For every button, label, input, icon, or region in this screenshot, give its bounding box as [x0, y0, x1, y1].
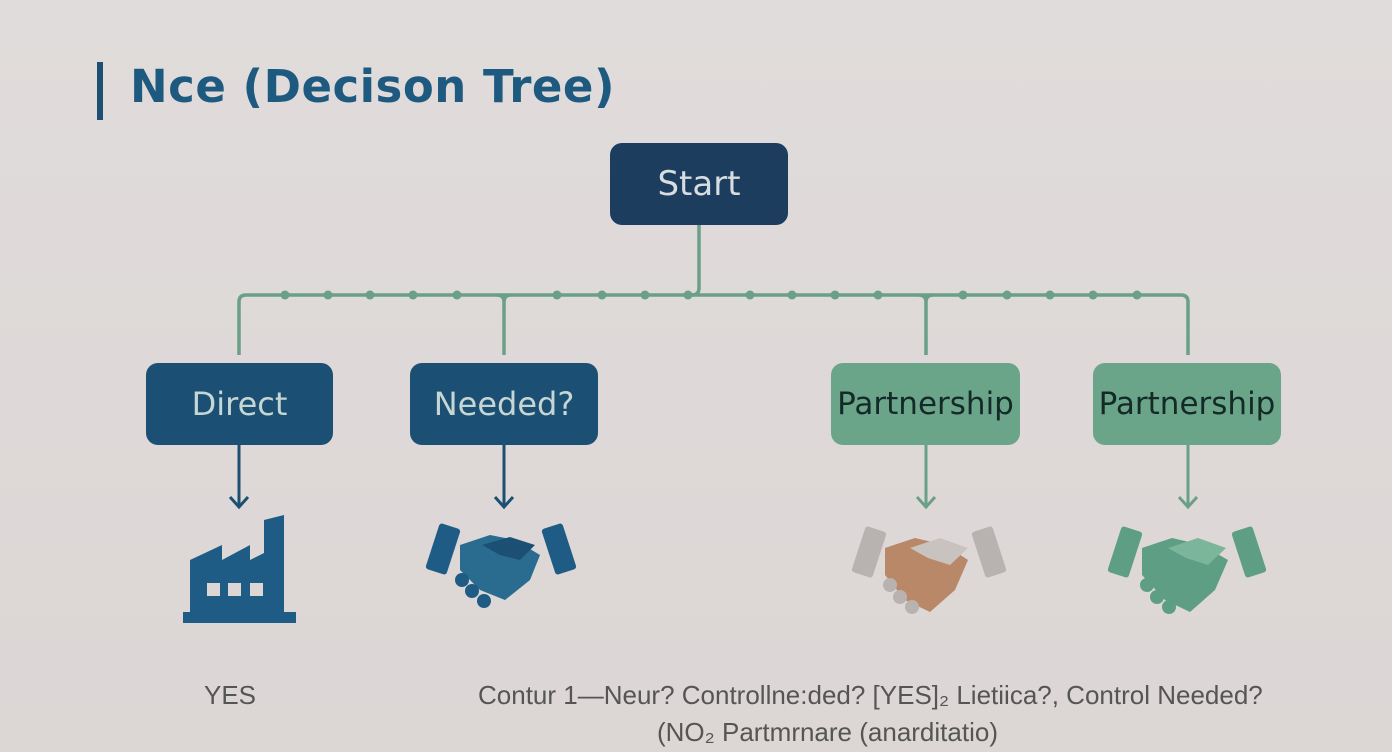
connector-dot [683, 290, 693, 300]
connector-dot [830, 290, 840, 300]
connector-dot [873, 290, 883, 300]
arrow-direct [228, 445, 250, 510]
arrow-partnership2 [1177, 445, 1199, 510]
node-start: Start [610, 143, 788, 225]
node-partnership-2: Partnership [1093, 363, 1281, 445]
handshake-icon [1107, 526, 1267, 614]
connector-start [691, 225, 701, 297]
node-needed: Needed? [410, 363, 598, 445]
connector-dot [958, 290, 968, 300]
connector-dot [640, 290, 650, 300]
connector-partnership1 [918, 293, 934, 355]
factory-icon [183, 515, 296, 623]
caption-line-2: (NO₂ Partmrnare (anarditatio) [657, 717, 998, 747]
node-partnership-1: Partnership [831, 363, 1020, 445]
connector-needed [496, 293, 512, 355]
handshake-icon [425, 523, 577, 608]
handshake-icon [851, 526, 1007, 614]
yes-label: YES [204, 680, 257, 710]
connector-dot [452, 290, 462, 300]
connector-dot [1132, 290, 1142, 300]
arrow-partnership1 [915, 445, 937, 510]
connector-dot [787, 290, 797, 300]
connector-dot [1002, 290, 1012, 300]
connector-dot [323, 290, 333, 300]
connector-dots [280, 290, 1142, 300]
connector-dot [280, 290, 290, 300]
page-title: Nce (Decison Tree) [130, 60, 616, 113]
connector-dot [552, 290, 562, 300]
connector-dot [365, 290, 375, 300]
connector-dot [408, 290, 418, 300]
caption-line-1: Contur 1—Neur? Controllne:ded? [YES]₂ Li… [478, 680, 1263, 710]
connector-horizontal [237, 293, 1190, 355]
connector-dot [1088, 290, 1098, 300]
connector-dot [597, 290, 607, 300]
title-accent-bar [97, 62, 103, 120]
connector-dot [745, 290, 755, 300]
arrow-needed [493, 445, 515, 510]
connector-dot [1045, 290, 1055, 300]
node-direct: Direct [146, 363, 333, 445]
